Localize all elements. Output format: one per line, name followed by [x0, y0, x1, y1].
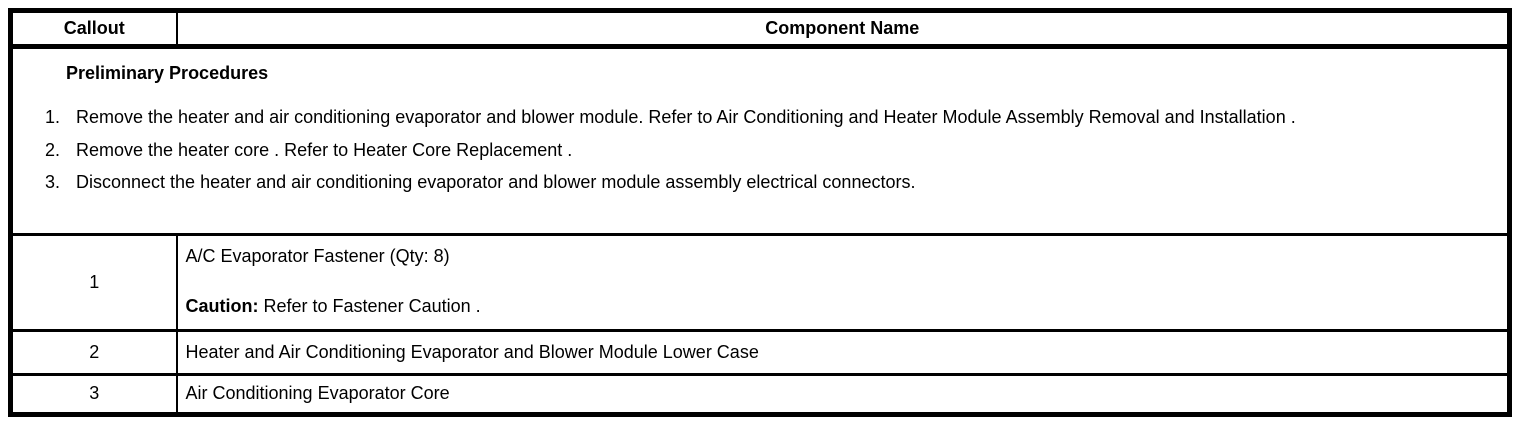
callout-column-header: Callout [9, 9, 178, 49]
component-description-cell: A/C Evaporator Fastener (Qty: 8) Caution… [175, 233, 1511, 332]
step-number: 2. [45, 139, 61, 160]
table-row: 1 A/C Evaporator Fastener (Qty: 8) Cauti… [9, 233, 1511, 332]
caution-note: Caution: Refer to Fastener Caution . [186, 294, 1500, 318]
procedure-step: 3. Disconnect the heater and air conditi… [45, 170, 1497, 194]
step-number: 1. [45, 107, 61, 128]
component-name-text: Air Conditioning Evaporator Core [175, 373, 1511, 416]
component-name-text: Heater and Air Conditioning Evaporator a… [175, 329, 1511, 376]
table-row: 2 Heater and Air Conditioning Evaporator… [9, 329, 1511, 376]
callout-number: 1 [9, 233, 178, 332]
callout-number: 3 [9, 373, 178, 416]
step-text: Remove the heater and air conditioning e… [76, 107, 1296, 128]
preliminary-procedures-row: Preliminary Procedures 1. Remove the hea… [9, 45, 1511, 236]
caution-text: Refer to Fastener Caution . [263, 296, 481, 317]
table-row: 3 Air Conditioning Evaporator Core [9, 373, 1511, 416]
step-text: Disconnect the heater and air conditioni… [76, 171, 916, 192]
preliminary-procedures-title: Preliminary Procedures [66, 63, 269, 83]
component-name-text: A/C Evaporator Fastener (Qty: 8) [185, 246, 450, 266]
procedure-step: 1. Remove the heater and air conditionin… [45, 105, 1497, 129]
procedure-step: 2. Remove the heater core . Refer to Hea… [45, 138, 1497, 162]
component-name-column-header: Component Name [175, 9, 1511, 49]
step-number: 3. [45, 171, 61, 192]
caution-label: Caution: [185, 296, 259, 317]
step-text: Remove the heater core . Refer to Heater… [76, 139, 573, 160]
preliminary-procedures-cell: Preliminary Procedures 1. Remove the hea… [9, 45, 1511, 236]
table-header-row: Callout Component Name [9, 9, 1511, 49]
callout-number: 2 [9, 329, 178, 376]
component-callout-table: Callout Component Name Preliminary Proce… [8, 8, 1512, 417]
